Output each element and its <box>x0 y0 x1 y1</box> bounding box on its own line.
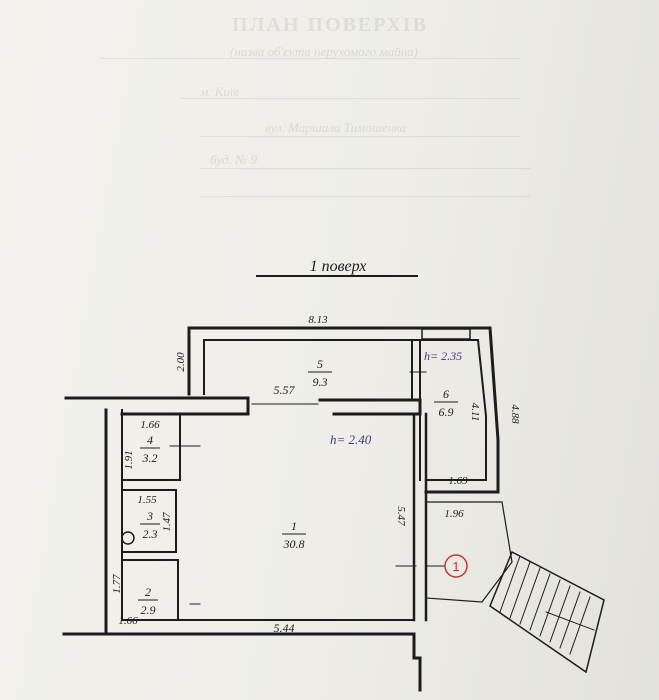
header-rule <box>200 136 520 137</box>
dim-room4-width: 1.66 <box>140 419 160 431</box>
wall-room6-divider <box>411 339 421 481</box>
dim-bottom-width: 5.44 <box>274 621 295 635</box>
dim-right-outer: 4.88 <box>509 404 521 424</box>
entrance-marker: 1 <box>452 559 459 574</box>
height-label-1: h= 2.35 <box>424 349 462 363</box>
wall-left-ledge <box>64 396 250 416</box>
staircase-steps <box>499 555 591 655</box>
floor-title-underline <box>256 275 418 277</box>
wall-room4 <box>121 413 181 481</box>
wall-room3 <box>121 489 177 553</box>
wall-right-ledge <box>318 398 422 416</box>
dim-top-total: 8.13 <box>308 314 328 326</box>
staircase-outline <box>489 550 605 674</box>
wall-room1-right <box>412 412 428 622</box>
header-line-4: буд. № 9 <box>210 152 258 167</box>
room-number: 6 <box>443 387 449 401</box>
dim-room1-height: 5.47 <box>395 506 407 526</box>
dim-room2-width: 1.66 <box>118 615 138 627</box>
header-rule <box>100 58 520 59</box>
wall-bottom <box>62 632 422 692</box>
porch-outline <box>425 501 513 603</box>
room-area: 2.3 <box>143 527 158 541</box>
dim-right-wing: 4.11 <box>469 403 481 421</box>
room-number: 4 <box>147 433 153 447</box>
dim-porch-width: 1.96 <box>444 508 464 520</box>
window-top <box>421 328 471 340</box>
room-number: 2 <box>145 585 151 599</box>
dim-room3-height: 1.47 <box>161 512 173 532</box>
dim-room3-width: 1.55 <box>137 494 157 506</box>
header-line-3: вул. Маршала Тимошенка <box>265 120 407 135</box>
room-area: 30.8 <box>283 537 305 551</box>
room-area: 6.9 <box>439 405 454 419</box>
room-area: 3.2 <box>142 451 158 465</box>
header-line-1: (назва об'єкта нерухомого майна) <box>230 44 418 59</box>
dim-left-upper: 2.00 <box>175 352 187 372</box>
height-label-2: h= 2.40 <box>330 432 372 447</box>
dim-room6-width: 1.69 <box>448 475 468 487</box>
dim-room2-height: 1.77 <box>111 574 123 594</box>
header-rule <box>200 168 530 169</box>
sheet-header-title: ПЛАН ПОВЕРХІВ <box>232 14 428 36</box>
dim-room4-height: 1.91 <box>123 450 135 469</box>
wall-top-wing-inner <box>203 339 487 481</box>
room-area: 9.3 <box>313 375 328 389</box>
dim-lines <box>169 371 427 605</box>
room-number: 3 <box>146 509 153 523</box>
header-rule <box>200 196 530 197</box>
wall-left-outer <box>62 408 108 636</box>
staircase-arrow <box>545 611 595 631</box>
floor-title: 1 поверх <box>309 258 367 275</box>
header-rule <box>180 98 520 99</box>
dim-door-gap: 5.57 <box>274 383 296 397</box>
room-number: 5 <box>317 357 323 371</box>
wall-top-wing <box>187 326 500 494</box>
entrance-marker-circle <box>444 554 468 578</box>
wall-room2 <box>121 559 179 621</box>
header-line-2: м. Київ <box>200 84 240 99</box>
room-area: 2.9 <box>141 603 156 617</box>
room-number: 1 <box>291 519 297 533</box>
washbasin-icon <box>121 531 135 545</box>
